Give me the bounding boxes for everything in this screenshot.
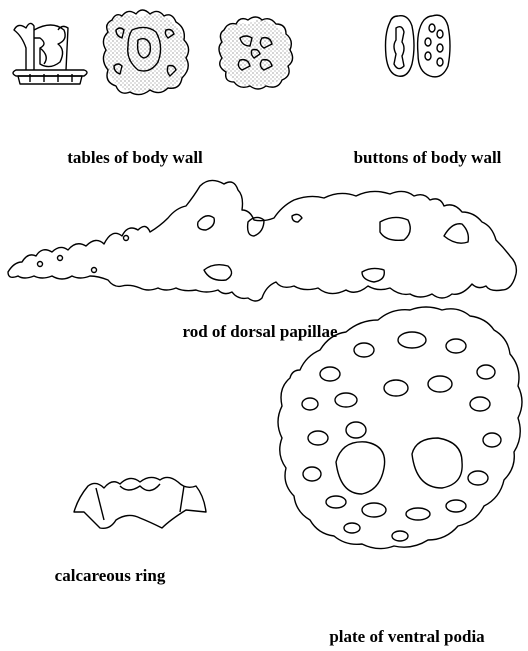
plate-drawing: [278, 307, 522, 549]
calcareous-ring-drawing: [74, 477, 206, 528]
rod-drawing: [8, 180, 516, 301]
table-top-view-small: [219, 17, 293, 89]
plate-of-ventral-podia-label: plate of ventral podia: [290, 627, 524, 647]
table-side-view: [13, 23, 87, 84]
tables-of-body-wall-label: tables of body wall: [20, 148, 250, 168]
buttons-of-body-wall-label: buttons of body wall: [345, 148, 510, 168]
rod-of-dorsal-papillae-label: rod of dorsal papillae: [100, 322, 420, 342]
table-top-view-large: [103, 10, 188, 95]
buttons-drawing: [386, 15, 451, 77]
calcareous-ring-label: calcareous ring: [20, 566, 200, 586]
